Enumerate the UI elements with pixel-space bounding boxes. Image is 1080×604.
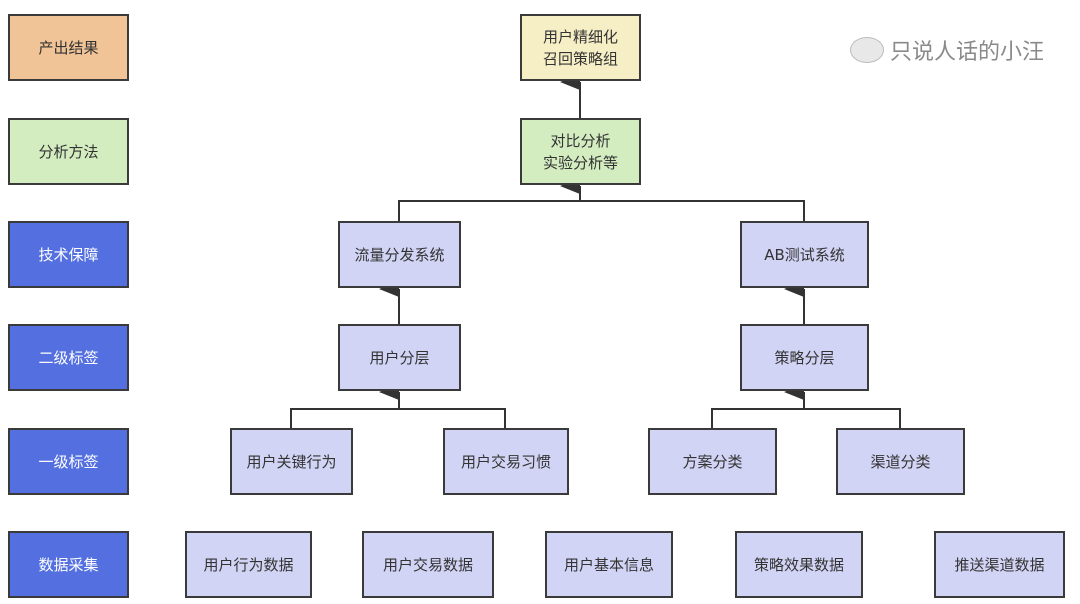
legend-level2: 二级标签 [8,324,129,391]
connector-tech [398,200,805,221]
node-user-behavior-data: 用户行为数据 [185,531,312,598]
node-traffic-system: 流量分发系统 [338,221,461,288]
node-user-key-behavior: 用户关键行为 [230,428,353,495]
legend-level1: 一级标签 [8,428,129,495]
node-push-channel-data: 推送渠道数据 [934,531,1065,598]
node-channel-category: 渠道分类 [836,428,965,495]
node-strategy-effect-data: 策略效果数据 [735,531,863,598]
node-ab-system: AB测试系统 [740,221,869,288]
wechat-icon [850,37,884,63]
connector-strategy-level1 [711,408,901,428]
node-user-layer: 用户分层 [338,324,461,391]
legend-method: 分析方法 [8,118,129,185]
watermark-text: 只说人话的小汪 [890,40,1045,65]
node-user-trade-habit: 用户交易习惯 [443,428,569,495]
node-method: 对比分析 实验分析等 [520,118,641,185]
connector-user-level1 [290,408,506,428]
node-user-basic-info: 用户基本信息 [545,531,673,598]
node-user-trade-data: 用户交易数据 [362,531,494,598]
legend-data: 数据采集 [8,531,129,598]
node-output: 用户精细化 召回策略组 [520,14,641,81]
watermark: 只说人话的小汪 [850,34,1044,66]
node-strategy-layer: 策略分层 [740,324,869,391]
legend-output: 产出结果 [8,14,129,81]
legend-tech: 技术保障 [8,221,129,288]
node-plan-category: 方案分类 [648,428,777,495]
